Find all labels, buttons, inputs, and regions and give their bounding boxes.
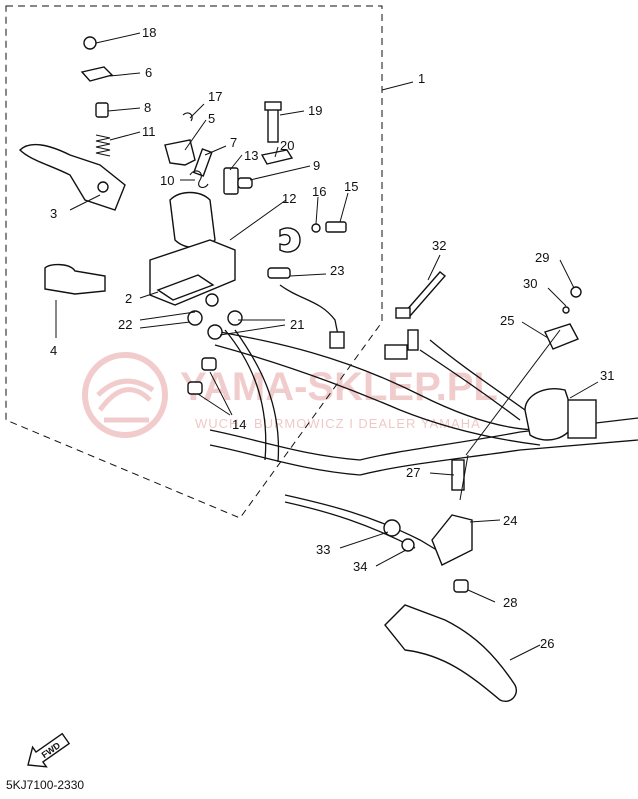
watermark-main-text: YAMA-SKLEP.PL: [180, 365, 498, 409]
drawing-code: 5KJ7100-2330: [6, 778, 85, 792]
callout-31: 31: [600, 368, 614, 383]
callout-7: 7: [230, 135, 237, 150]
part-holder-2: [149, 239, 236, 306]
callout-15: 15: [344, 179, 358, 194]
assembly-boundary: [5, 5, 383, 519]
callout-11: 11: [142, 124, 156, 139]
part-sensor-23: [267, 267, 291, 279]
callout-24: 24: [503, 513, 517, 528]
callout-18: 18: [142, 25, 156, 40]
part-plate-6: [80, 66, 114, 82]
part-banjo-21b: [227, 310, 243, 326]
watermark-sub-text: WUCH · BURMOWICZ I DEALER YAMAHA: [195, 416, 481, 431]
callout-22: 22: [118, 317, 132, 332]
parts: [19, 36, 597, 702]
part-clamp-12: [279, 227, 301, 253]
callout-34: 34: [353, 559, 367, 574]
part-bolt-13: [223, 167, 239, 195]
part-washer-30: [562, 306, 570, 314]
part-spring-11: [95, 134, 111, 157]
fwd-arrow-icon: FWD: [27, 732, 71, 768]
callout-33: 33: [316, 542, 330, 557]
callout-19: 19: [308, 103, 322, 118]
part-nut-28: [453, 579, 469, 593]
part-nut-14a: [187, 381, 203, 395]
callout-12: 12: [282, 191, 296, 206]
part-bolt-19: [267, 105, 279, 143]
part-banjo-21a: [207, 324, 223, 340]
part-bracket-25: [544, 323, 579, 350]
callout-3: 3: [50, 206, 57, 221]
callout-16: 16: [312, 184, 326, 199]
callout-2: 2: [125, 291, 132, 306]
callout-14: 14: [232, 417, 246, 432]
callout-26: 26: [540, 636, 554, 651]
part-nut-34: [401, 538, 415, 552]
callout-17: 17: [208, 89, 222, 104]
callouts: 18 6 1 8 17 19 11 5 7 20 13 10 9 3 16 15…: [50, 25, 614, 651]
part-banjo-22b: [205, 293, 219, 307]
part-bolt-15: [325, 221, 347, 233]
watermark-logo: [82, 352, 168, 438]
callout-25: 25: [500, 313, 514, 328]
callout-27: 27: [406, 465, 420, 480]
callout-21: 21: [290, 317, 304, 332]
callout-1: 1: [418, 71, 425, 86]
callout-28: 28: [503, 595, 517, 610]
part-master-cylinder: [169, 191, 216, 249]
part-bolt-29: [570, 286, 582, 298]
callout-4: 4: [50, 343, 57, 358]
part-washer-16: [311, 223, 321, 233]
callout-6: 6: [145, 65, 152, 80]
callout-29: 29: [535, 250, 549, 265]
callout-23: 23: [330, 263, 344, 278]
callout-8: 8: [144, 100, 151, 115]
callout-30: 30: [523, 276, 537, 291]
part-pin-7: [192, 148, 213, 177]
part-bracket-5: [164, 139, 196, 166]
callout-32: 32: [432, 238, 446, 253]
part-strap-32: [403, 271, 447, 317]
part-lever-3: [19, 143, 126, 211]
callout-5: 5: [208, 111, 215, 126]
part-nut-14b: [201, 357, 217, 371]
part-nut-9: [237, 177, 253, 189]
part-adjuster-33: [383, 519, 401, 537]
part-banjo-22a: [187, 310, 203, 326]
part-bolt-8: [95, 102, 109, 118]
watermark: YAMA-SKLEP.PL WUCH · BURMOWICZ I DEALER …: [82, 352, 498, 438]
part-screw-18: [83, 36, 97, 50]
callout-13: 13: [244, 148, 258, 163]
part-plate-20: [260, 149, 294, 165]
cables: [209, 284, 638, 553]
callout-20: 20: [280, 138, 294, 153]
part-switch-4: [44, 263, 106, 295]
part-lever-26: [384, 604, 517, 702]
callout-10: 10: [160, 173, 174, 188]
leader-lines: [55, 32, 599, 661]
part-bracket-24: [431, 514, 473, 566]
callout-9: 9: [313, 158, 320, 173]
